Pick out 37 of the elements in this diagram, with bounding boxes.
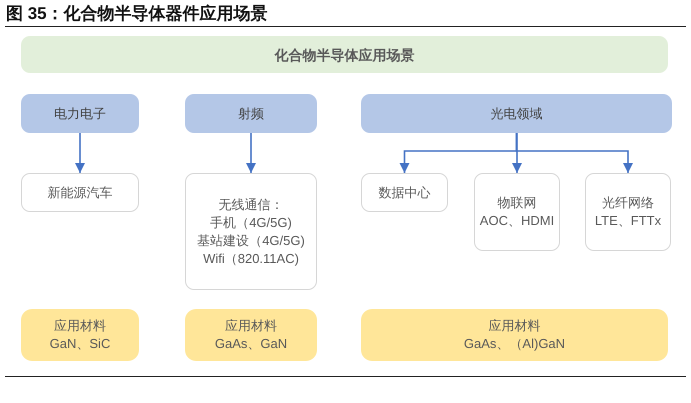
category-box (21, 94, 139, 133)
arrow (75, 133, 85, 173)
material-list: GaAs、GaN (214, 335, 288, 353)
application-label: 数据中心 (378, 184, 430, 202)
arrow (516, 133, 633, 173)
category-box (361, 94, 672, 133)
title-banner (21, 36, 668, 73)
category-label: 电力电子 (54, 104, 106, 122)
application-label: 新能源汽车 (48, 184, 112, 202)
application-detail: 基站建设（4G/5G) (197, 232, 305, 250)
application-detail: Wifi（820.11AC) (203, 250, 299, 268)
material-heading: 应用材料 (488, 317, 540, 335)
material-box (185, 309, 317, 361)
category-box (185, 94, 317, 133)
material-box (361, 309, 668, 361)
application-label: 物联网 (498, 194, 536, 212)
application-detail: 手机（4G/5G) (210, 214, 292, 232)
category-label: 射频 (238, 104, 264, 122)
material-list: GaAs、（Al)GaN (464, 335, 566, 353)
application-box (474, 173, 560, 251)
application-detail: AOC、HDMI (480, 212, 554, 230)
arrow (246, 133, 256, 173)
material-box (21, 309, 139, 361)
application-detail: LTE、FTTx (594, 212, 662, 230)
material-heading: 应用材料 (225, 317, 277, 335)
application-box (361, 173, 448, 212)
material-list: GaN、SiC (50, 335, 110, 353)
application-box (21, 173, 139, 212)
application-label: 光纤网络 (602, 194, 654, 212)
application-box (585, 173, 671, 251)
application-box (185, 173, 317, 290)
figure-title: 图 35：化合物半导体器件应用场景 (6, 4, 268, 24)
banner-heading: 化合物半导体应用场景 (274, 46, 414, 64)
application-label: 无线通信： (218, 196, 284, 214)
category-label: 光电领域 (490, 104, 542, 122)
arrow (512, 133, 522, 173)
material-heading: 应用材料 (54, 317, 106, 335)
